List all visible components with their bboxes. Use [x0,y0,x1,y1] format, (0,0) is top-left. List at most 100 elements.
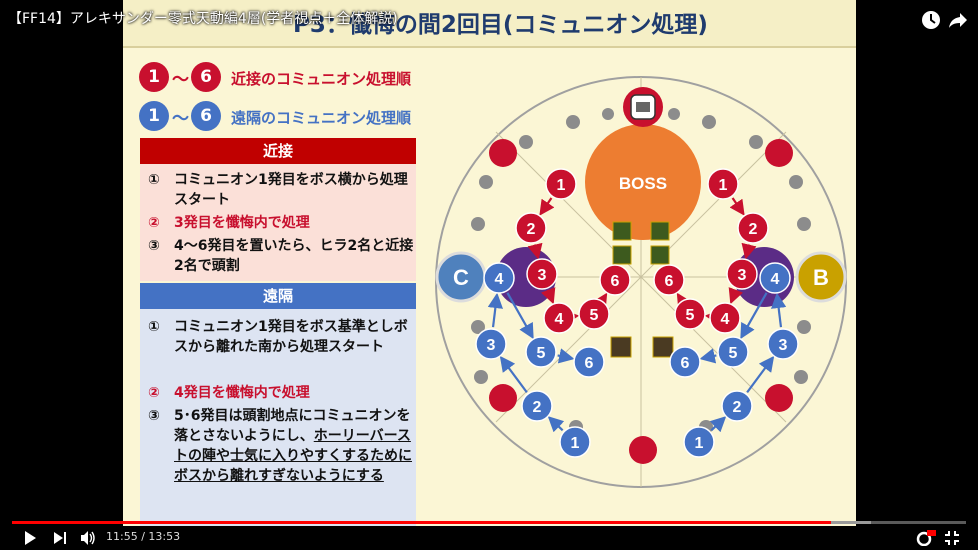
play-icon[interactable] [22,530,38,546]
right-ranged-arrow [770,292,787,328]
left-melee-arrow [592,292,608,310]
left-melee-arrow [540,287,556,305]
left-ranged-arrow [506,292,534,340]
right-melee-node-circle [709,302,741,334]
fullscreen-exit-icon-shape [945,531,959,545]
gray-dot [602,108,614,120]
marker-b: B [795,251,847,303]
left-melee-node-2: 2 [515,212,547,244]
right-melee-node-label: 4 [721,311,730,328]
gray-dot [479,175,493,189]
left-melee-node-3: 3 [526,258,558,290]
legend-melee-label: 近接のコミュニオン処理順 [231,70,412,88]
share-icon-arrow [949,13,967,28]
melee-section-header: 近接 [140,138,416,164]
left-melee-node-circle [515,212,547,244]
ranged-item-2: ② 4発目を懺悔内で処理 [148,383,413,403]
right-melee-node-6: 6 [653,264,685,296]
settings-hd-icon[interactable] [916,530,936,546]
right-ranged-node-5: 5 [717,336,749,368]
duration: 13:53 [148,530,181,543]
right-ranged-node-label: 6 [681,355,690,372]
ranged-section-header: 遠隔 [140,283,416,309]
gray-dot [797,217,811,231]
right-ranged-node-label: 3 [779,337,788,354]
watch-later-icon[interactable] [921,10,941,30]
left-ranged-arrow [499,355,528,394]
right-ranged-node-4: 4 [759,262,791,294]
legend-melee: 1 ～ 6 近接のコミュニオン処理順 [139,62,439,96]
legend-melee-tilde: ～ [172,70,189,90]
right-melee-node-3: 3 [726,258,758,290]
right-melee-node-circle [726,258,758,290]
next-icon[interactable] [52,530,68,546]
right-melee-node-4: 4 [709,302,741,334]
time-separator: / [137,530,149,543]
left-ranged-node-3: 3 [475,328,507,360]
gray-dot [702,115,716,129]
gray-dot [794,370,808,384]
right-melee-node-circle [653,264,685,296]
right-ranged-node-circle [721,390,753,422]
boss-circle [585,124,701,240]
left-ranged-node-label: 2 [533,399,542,416]
volume-icon-waves [89,531,95,545]
gray-dot [789,175,803,189]
melee-item-1-text: コミュニオン1発目をボス横から処理スタート [174,172,408,208]
left-ranged-node-4: 4 [483,262,515,294]
left-ranged-node-circle [559,426,591,458]
left-ranged-arrow [557,348,575,364]
next-icon-bar [64,532,66,544]
legend-ranged: 1 ～ 6 遠隔のコミュニオン処理順 [139,101,439,135]
left-melee-node-label: 1 [557,177,566,194]
gray-waymarks [471,108,811,434]
debuff-icons [610,221,674,358]
marker-b-circle [795,251,847,303]
left-melee-node-circle [578,298,610,330]
ranged-item-1-marker: ① [148,319,160,335]
right-melee-node-circle [674,298,706,330]
ranged-item-2-marker: ② [148,385,160,401]
right-ranged-arrow [746,355,775,394]
ranged-item-3-text-plain: 5･6発目は頭割地点にコミュニオンを落とさないようにし、 [174,408,411,444]
gray-dot [797,320,811,334]
right-ranged-node-circle [767,328,799,360]
left-ranged-node-1: 1 [559,426,591,458]
right-melee-node-circle [707,168,739,200]
red-dot [629,436,657,464]
left-ranged-node-6: 6 [573,346,605,378]
share-icon[interactable] [948,10,968,30]
watch-later-icon-hands [930,14,936,24]
right-melee-node-circle [737,212,769,244]
legend-ranged-start: 1 [139,101,169,131]
slide-title: P3：懺悔の間2回目(コミュニオン処理) [293,12,708,38]
right-ranged-arrow [709,416,727,433]
right-ranged-node-label: 2 [733,399,742,416]
debuff-icon [652,336,674,358]
debuff-icon [612,221,632,241]
right-ranged-node-label: 5 [729,345,738,362]
gray-dot [471,320,485,334]
left-ranged-node-circle [475,328,507,360]
right-melee-node-label: 2 [749,221,758,238]
ranged-item-1-text: コミュニオン1発目をボス基準としボスから離れた南から処理スタート [174,319,408,355]
left-melee-node-label: 2 [527,221,536,238]
melee-item-3: ③ 4～6発目を置いたら、ヒラ2名と近接2名で頭割 [148,236,413,276]
ranged-item-1: ① コミュニオン1発目をボス基準としボスから離れた南から処理スタート [148,317,413,377]
gray-dot [471,217,485,231]
progress-bar[interactable] [12,521,966,524]
volume-icon[interactable] [80,530,96,546]
right-melee-arrow [728,287,744,305]
left-melee-arrow [539,197,555,216]
left-ranged-node-circle [525,336,557,368]
left-ranged-node-circle [573,346,605,378]
right-ranged-node-1: 1 [683,426,715,458]
fullscreen-exit-icon[interactable] [944,530,960,546]
next-icon-shape [54,532,63,544]
melee-section-body: ① コミュニオン1発目をボス横から処理スタート ② 3発目を懺悔内で処理 ③ 4… [140,164,416,281]
legend-ranged-end: 6 [191,101,221,131]
marker-b-label: B [813,265,829,290]
right-ranged-node-3: 3 [767,328,799,360]
marker-c: C [435,251,487,303]
gray-dot [668,108,680,120]
